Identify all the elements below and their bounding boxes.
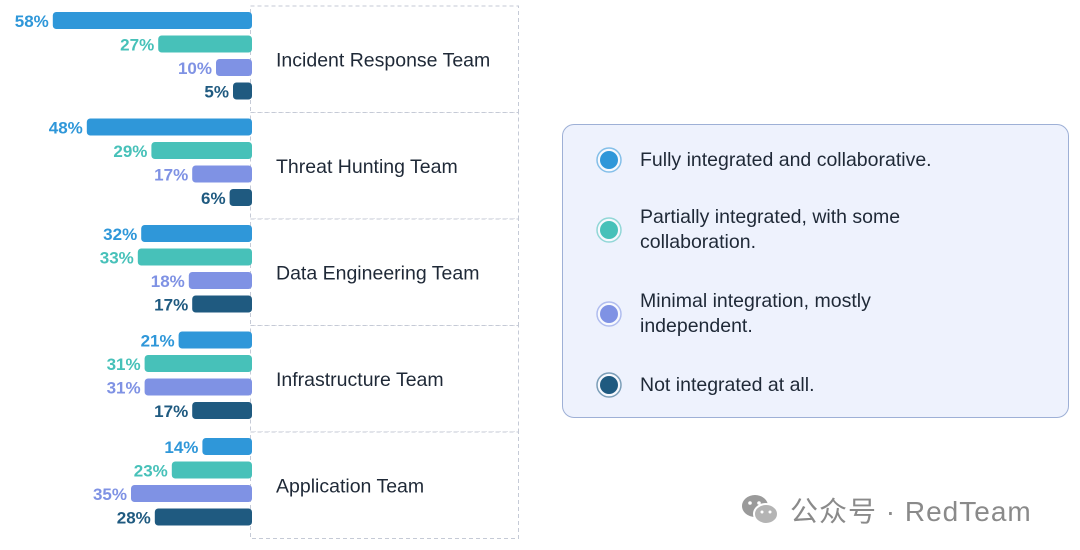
legend-marker-icon	[596, 147, 622, 173]
category-box	[250, 112, 519, 220]
bar	[216, 59, 252, 76]
category-label: Threat Hunting Team	[276, 156, 458, 178]
category-box	[250, 5, 519, 113]
bar	[151, 142, 252, 159]
bar	[188, 272, 252, 289]
legend-label: Fully integrated and collaborative.	[640, 148, 932, 171]
data-label: 31%	[107, 379, 141, 398]
data-label: 21%	[141, 332, 175, 351]
legend-label: Not integrated at all.	[640, 373, 815, 396]
data-label: 35%	[93, 485, 127, 504]
bar	[154, 508, 252, 526]
legend-label: Partially integrated, with some collabor…	[640, 206, 901, 253]
data-label: 18%	[151, 272, 185, 291]
data-label: 48%	[49, 119, 83, 138]
category-label: Application Team	[276, 475, 424, 497]
bar	[233, 82, 252, 100]
bar-chart: Incident Response Team 58% 27% 10% 5% Threat …	[15, 5, 519, 539]
data-label: 28%	[117, 509, 151, 528]
legend-marker-icon	[596, 372, 622, 398]
bar	[52, 12, 252, 29]
bar	[178, 331, 252, 349]
bar	[137, 248, 252, 266]
legend-marker-icon	[596, 217, 622, 243]
watermark-text: 公众号 · RedTeam	[790, 496, 1032, 527]
data-label: 33%	[100, 249, 134, 268]
data-label: 10%	[178, 59, 212, 78]
bar	[192, 165, 252, 183]
legend-item: Not integrated at all.	[595, 371, 970, 399]
data-label: 5%	[204, 83, 229, 102]
bar	[229, 189, 252, 206]
data-label: 29%	[113, 142, 147, 161]
data-label: 14%	[164, 438, 198, 457]
wechat-icon	[742, 495, 779, 525]
legend-item: Partially integrated, with some collabor…	[595, 205, 970, 255]
data-label: 17%	[154, 402, 188, 421]
category-label: Incident Response Team	[276, 49, 490, 71]
legend-item: Fully integrated and collaborative.	[595, 146, 970, 174]
data-label: 27%	[120, 36, 154, 55]
legend: Fully integrated and collaborative. Parti…	[562, 124, 1069, 418]
category-box	[250, 218, 519, 326]
data-label: 17%	[154, 296, 188, 315]
category-box	[250, 431, 519, 539]
bar	[131, 485, 252, 502]
data-label: 31%	[107, 355, 141, 374]
category-label: Infrastructure Team	[276, 369, 444, 391]
legend-item: Minimal integration, mostly independent.	[595, 289, 970, 339]
category-label: Data Engineering Team	[276, 262, 479, 284]
data-label: 58%	[15, 12, 49, 31]
bar	[171, 461, 252, 479]
data-label: 32%	[103, 225, 137, 244]
bar	[202, 438, 252, 455]
bar	[158, 35, 252, 53]
data-label: 17%	[154, 166, 188, 185]
data-label: 23%	[134, 462, 168, 481]
legend-label: Minimal integration, mostly independent.	[640, 290, 871, 337]
watermark: 公众号 · RedTeam	[740, 490, 1032, 530]
bar	[192, 295, 252, 313]
bar	[86, 118, 252, 136]
bar	[192, 402, 252, 419]
bar	[144, 355, 252, 372]
bar	[144, 378, 252, 396]
legend-marker-icon	[596, 301, 622, 327]
data-label: 6%	[201, 189, 226, 208]
bar	[141, 225, 252, 242]
category-box	[250, 325, 519, 433]
